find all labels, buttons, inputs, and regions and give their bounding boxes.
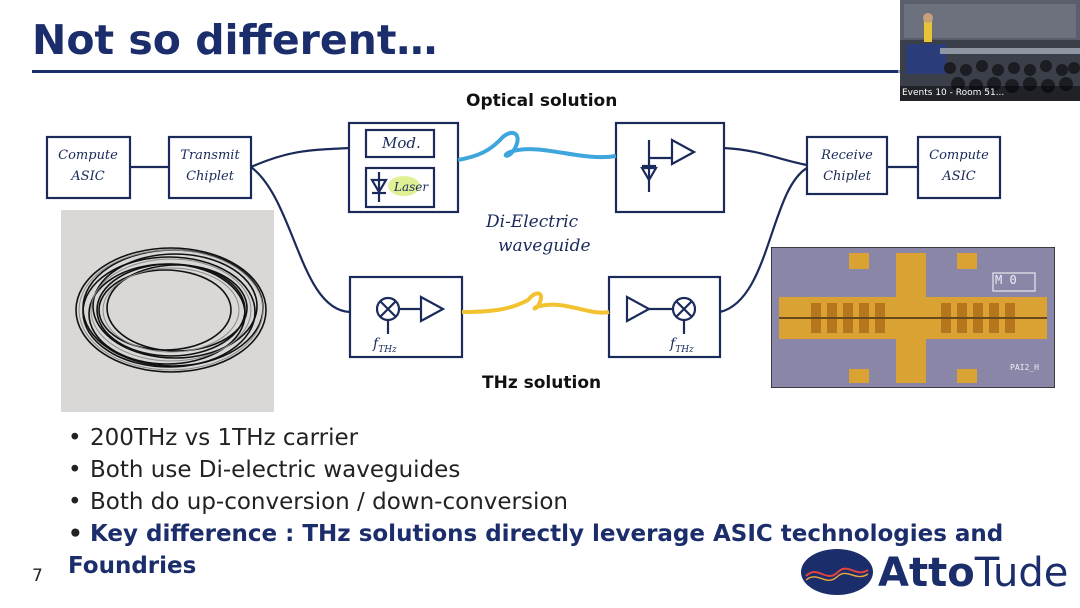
thz-tx-frequency-label: fTHz [373, 336, 397, 355]
laser-highlight [388, 176, 420, 196]
thz-tx-box [348, 275, 464, 359]
optical-solution-label: Optical solution [466, 91, 618, 111]
tx-to-optical-line [250, 146, 350, 169]
receive-chiplet-box [805, 135, 889, 196]
waveguide-label: Di-Electric waveguide [486, 212, 591, 256]
thz-fiber [461, 291, 610, 315]
speaker-video-thumbnail[interactable] [900, 0, 1080, 101]
thz-rx-frequency-label: fTHz [670, 336, 694, 355]
bullet-list: •200THz vs 1THz carrier •Both use Di-ele… [68, 422, 1080, 582]
title-underline [32, 70, 898, 73]
thz-rx-box [607, 275, 722, 359]
chip-marking-m0: M 0 [995, 273, 1017, 287]
block-diagram [45, 121, 1002, 359]
optical-to-rx-line [723, 146, 808, 167]
thz-to-rx-line [719, 167, 808, 314]
thz-solution-label: THz solution [482, 373, 602, 393]
video-scene-image [900, 0, 1080, 101]
bullet-item: •Both do up-conversion / down-conversion [68, 489, 569, 515]
bullet-item-key-difference: •Key difference : THz solutions directly… [68, 521, 1004, 579]
optical-fiber [457, 130, 617, 162]
slide-title: Not so different… [32, 16, 438, 64]
laser-box [364, 166, 436, 209]
modulator-label: Mod. [382, 134, 421, 152]
optical-rx-box [614, 121, 726, 214]
tx-to-thz-line [250, 166, 351, 314]
optical-tx-box [347, 121, 460, 214]
chip-marking-pai2: PAI2_H [1010, 363, 1039, 372]
modulator-box [364, 128, 436, 159]
thz-chip-micrograph [771, 247, 1055, 388]
page-number: 7 [32, 566, 43, 586]
laser-label: Laser [394, 180, 429, 194]
fiber-coil-photo [61, 210, 274, 412]
attotude-logo-text: AttoTude [878, 550, 1069, 596]
video-caption: Events 10 - Room 51... [902, 88, 1005, 98]
bullet-item: •Both use Di-electric waveguides [68, 457, 461, 483]
bullet-item: •200THz vs 1THz carrier [68, 425, 359, 451]
attotude-logo-mark [801, 549, 873, 595]
